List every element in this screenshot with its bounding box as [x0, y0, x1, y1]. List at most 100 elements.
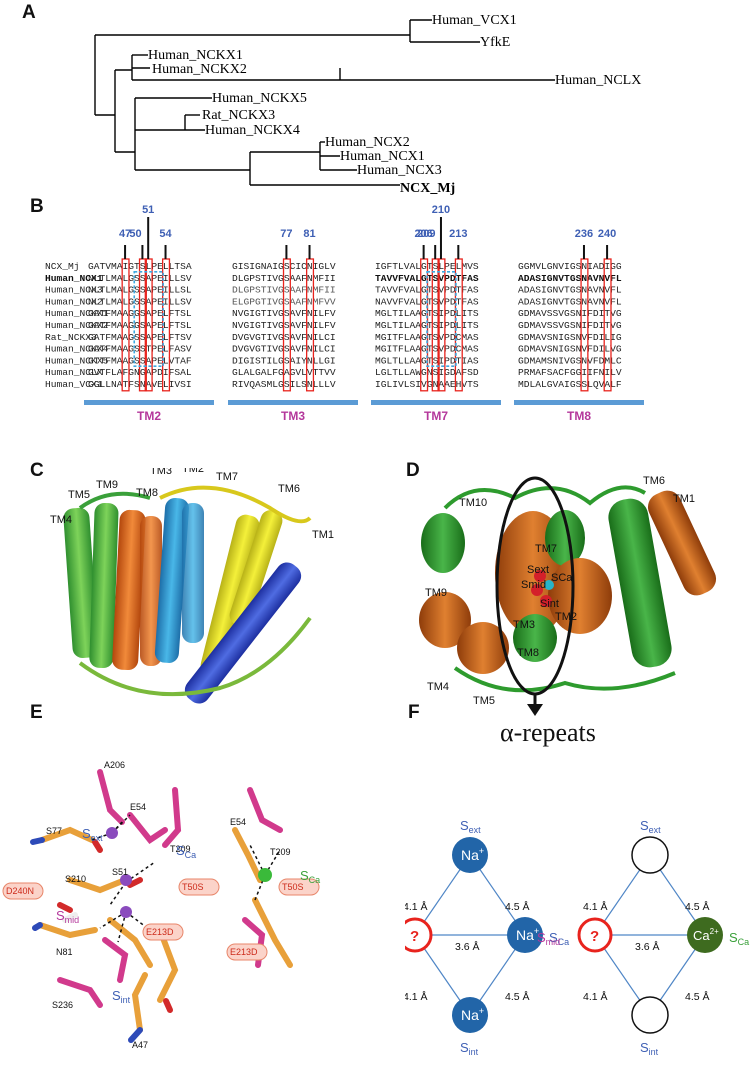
helix-labels-top: TM6TM1TM10TM7TM9TM3TM2TM4TM8TM5SextSmidS… — [425, 475, 695, 707]
alpha-repeats-caption: α-repeats — [500, 718, 596, 747]
helix-label: TM10 — [459, 497, 487, 509]
site-label: Sext — [527, 564, 549, 576]
distance-label: 4.5 Å — [685, 900, 710, 913]
mutation-badge — [226, 943, 268, 961]
panel-label-e: E — [30, 702, 43, 723]
distance-label: 4.1 Å — [405, 990, 428, 1003]
sequence-name: NCX_Mj — [45, 261, 80, 272]
helix-label: TM9 — [96, 479, 118, 491]
helix-label: TM5 — [68, 489, 90, 501]
site-label: SCa — [729, 930, 749, 947]
site-distance-diagrams: Na+Na+Na+?SextSCaSmidSintCa2+?SextSCaSmi… — [405, 818, 749, 1057]
distance-label: 4.1 Å — [583, 990, 608, 1003]
site-label: Sext — [640, 818, 661, 835]
residue-position-number: 236 — [575, 228, 593, 240]
residue-position-number: 50 — [129, 228, 141, 240]
tree-leaf-label: Human_NCX2 — [325, 135, 410, 150]
helix-label: TM1 — [312, 529, 334, 541]
sequence-alignment: NCX_MjHuman_NCX1Human_NCX3Human_NCX2Huma… — [45, 204, 644, 423]
helix-label: TM7 — [216, 471, 238, 483]
tree-labels: Human_VCX1YfkEHuman_NCKX1Human_NCKX2Huma… — [148, 13, 641, 195]
residue-label: N81 — [56, 947, 73, 957]
sequence-name: Human_NCKX2 — [45, 320, 109, 331]
tree-leaf-label: NCX_Mj — [400, 181, 455, 195]
distance-label: 4.1 Å — [583, 900, 608, 913]
mutation-badge — [142, 923, 184, 941]
ion-spheres — [106, 827, 272, 918]
ion-label-ext: Na+ — [461, 846, 484, 863]
sequence-row: GGMVLGNVIGSNIADIGG — [518, 261, 622, 272]
helix-label: TM4 — [50, 514, 72, 526]
residue-position-number: 213 — [449, 228, 467, 240]
mutation-label: E213D — [146, 927, 174, 937]
helix-label: TM1 — [673, 493, 695, 505]
residue-label: T209 — [170, 844, 191, 854]
sequence-row: GDMAVSNIGSNVFDILIG — [518, 332, 622, 343]
ca-ion — [687, 917, 723, 953]
site-label: Sint — [540, 598, 559, 610]
residue-label: T209 — [270, 847, 291, 857]
unknown-site-label: ? — [410, 928, 419, 945]
sequence-name: Human_NCKX4 — [45, 344, 109, 355]
tm-bar — [228, 400, 358, 405]
mutation-badge — [278, 878, 320, 896]
helix-label: TM8 — [517, 647, 539, 659]
site-label: Sint — [460, 1040, 479, 1057]
panel-label-b: B — [30, 196, 44, 217]
tree-leaf-label: Human_NCKX2 — [152, 62, 247, 77]
helix-label: TM2 — [182, 468, 204, 475]
sequence-row: GDMAVSSVGSNIFDITVG — [518, 320, 622, 331]
helix-bundle — [63, 485, 312, 704]
distance-label: 4.5 Å — [505, 900, 530, 913]
residue-label: A206 — [104, 760, 125, 770]
residue-position-number: 81 — [303, 228, 315, 240]
helix-label: TM9 — [425, 587, 447, 599]
na-ion-ext — [452, 837, 488, 873]
residue-labels: A206S77E54T209S210S51N81S236A47E54T209D2… — [2, 760, 320, 1050]
residue-position-number: 206 — [414, 228, 432, 240]
sequence-row: GDMAVSNIGSNVFDILVG — [518, 344, 622, 355]
sequence-name: Human_VCX1 — [45, 379, 103, 390]
tree-leaf-label: Human_VCX1 — [432, 13, 517, 28]
distance-diagram: Na+Na+Na+?SextSCaSmidSintCa2+?SextSCaSmi… — [405, 818, 749, 1057]
site-label: Smid — [521, 579, 546, 591]
residue-label: S77 — [46, 826, 62, 836]
residue-position-number: 54 — [159, 228, 172, 240]
sequence-name: Rat_NCKX3 — [45, 332, 97, 343]
site-label: Sint — [640, 1040, 659, 1057]
helix-label: TM8 — [136, 487, 158, 499]
empty-site-ext — [631, 836, 669, 874]
panel-label-d: D — [406, 460, 420, 481]
sequence-name: Human_NCX2 — [45, 296, 103, 307]
tree-leaf-label: Rat_NCKX3 — [202, 108, 275, 123]
helix-label: TM5 — [473, 695, 495, 707]
tree-leaf-label: Human_NCKX4 — [205, 123, 300, 138]
structure-top-view: TM6TM1TM10TM7TM9TM3TM2TM4TM8TM5SextSmidS… — [419, 475, 717, 708]
sequence-row: GDMAVSSVGSNIFDITVG — [518, 308, 622, 319]
na-ion-int — [452, 997, 488, 1033]
tm-bar — [84, 400, 214, 405]
helix-label: TM3 — [150, 468, 172, 477]
site-label: Sext — [460, 818, 481, 835]
unknown-site-label: ? — [590, 928, 599, 945]
ion-label-int: Na+ — [461, 1006, 484, 1023]
helix-label: TM3 — [513, 619, 535, 631]
helix-label: TM2 — [555, 611, 577, 623]
site-label: SCa — [551, 572, 573, 584]
tm-bar — [514, 400, 644, 405]
sequence-name: Human_NCKX1 — [45, 308, 109, 319]
mutation-label: T50S — [182, 882, 204, 892]
tm-label: TM2 — [137, 409, 161, 423]
na-ion-ca — [507, 917, 543, 953]
panel-label-c: C — [30, 460, 44, 481]
distance-label: 4.1 Å — [405, 900, 428, 913]
helix-label: TM6 — [643, 475, 665, 487]
panel-label-a: A — [22, 2, 36, 23]
tree-leaf-label: YfkE — [480, 35, 510, 50]
residue-position-number: 47 — [119, 228, 131, 240]
distance-label: 3.6 Å — [635, 940, 660, 953]
tree-branches — [94, 19, 555, 186]
tree-leaf-label: Human_NCX1 — [340, 149, 425, 164]
